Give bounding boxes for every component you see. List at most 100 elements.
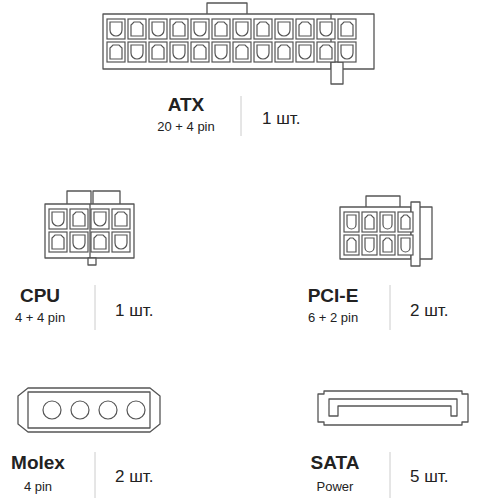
pin-cell	[275, 19, 293, 39]
cpu-latch	[88, 258, 96, 265]
pin-cell	[380, 212, 395, 232]
pin-cell	[254, 19, 272, 39]
pin	[299, 45, 311, 59]
pin	[194, 22, 206, 36]
connector-name: Molex	[11, 453, 65, 474]
pin	[115, 212, 127, 226]
pin-cell	[344, 212, 359, 232]
molex-connector	[18, 388, 160, 432]
pin-cell	[338, 19, 356, 39]
pin-cell	[362, 235, 377, 255]
pin	[401, 215, 410, 229]
pin	[52, 212, 64, 226]
pin-cell	[170, 42, 188, 62]
pin-cell	[212, 19, 230, 39]
molex-pin	[43, 401, 61, 419]
pin-cell	[70, 232, 88, 252]
divider	[95, 452, 96, 498]
pin	[236, 22, 248, 36]
pin	[131, 22, 143, 36]
pin	[278, 22, 290, 36]
pin	[73, 212, 85, 226]
molex-body	[28, 392, 150, 428]
pin	[173, 22, 185, 36]
pin-spec: 4 + 4 pin	[15, 311, 65, 325]
pin	[278, 45, 290, 59]
molex-pin	[71, 401, 89, 419]
pin	[110, 45, 122, 59]
quantity: 2 шт.	[115, 468, 153, 487]
cpu-tab	[67, 191, 91, 205]
sata-slot	[329, 399, 457, 416]
quantity: 1 шт.	[115, 302, 153, 321]
pin	[257, 45, 269, 59]
divider	[390, 452, 391, 498]
pin-cell	[296, 42, 314, 62]
pin-cell	[149, 19, 167, 39]
atx-connector	[103, 14, 374, 69]
pin	[383, 215, 392, 229]
connector-name: CPU	[20, 286, 60, 307]
pin-cell	[91, 232, 109, 252]
atx-latch	[331, 62, 343, 84]
pin-cell	[233, 42, 251, 62]
pin-cell	[191, 19, 209, 39]
pin	[115, 235, 127, 249]
molex-pin	[99, 401, 117, 419]
cpu-connector	[45, 204, 134, 258]
pin	[365, 215, 374, 229]
sata-connector	[318, 391, 468, 425]
pin-spec: 4 pin	[24, 480, 52, 494]
pin-cell	[91, 209, 109, 229]
pin	[194, 45, 206, 59]
pin	[152, 22, 164, 36]
pin	[131, 45, 143, 59]
pin	[347, 215, 356, 229]
divider	[241, 96, 242, 136]
pin	[152, 45, 164, 59]
pin-cell	[128, 42, 146, 62]
pin-cell	[191, 42, 209, 62]
pin	[257, 22, 269, 36]
quantity: 1 шт.	[262, 110, 300, 129]
pin	[383, 238, 392, 252]
pin	[236, 45, 248, 59]
pin	[215, 22, 227, 36]
pin	[52, 235, 64, 249]
pin-cell	[317, 42, 335, 62]
pin	[347, 238, 356, 252]
pin-cell	[275, 42, 293, 62]
quantity: 2 шт.	[410, 302, 448, 321]
pin-cell	[112, 232, 130, 252]
pin-cell	[362, 212, 377, 232]
divider	[390, 285, 391, 330]
pin	[341, 45, 353, 59]
pin	[110, 22, 122, 36]
pin	[341, 22, 353, 36]
pin	[215, 45, 227, 59]
pin-cell	[296, 19, 314, 39]
quantity: 5 шт.	[410, 468, 448, 487]
pin-cell	[344, 235, 359, 255]
pin-cell	[70, 209, 88, 229]
molex-pin	[127, 401, 145, 419]
connector-name: ATX	[168, 95, 205, 116]
connector-name: PCI-E	[308, 286, 359, 307]
pin-cell	[212, 42, 230, 62]
pin-cell	[317, 19, 335, 39]
pin-cell	[107, 19, 125, 39]
pin	[299, 22, 311, 36]
pin	[173, 45, 185, 59]
pin-spec: 6 + 2 pin	[308, 311, 358, 325]
pin-cell	[112, 209, 130, 229]
pin-cell	[380, 235, 395, 255]
pin-cell	[338, 42, 356, 62]
pcie-tab	[366, 196, 400, 208]
pin-cell	[49, 209, 67, 229]
pin	[94, 212, 106, 226]
divider	[95, 285, 96, 330]
pin	[94, 235, 106, 249]
pin	[320, 22, 332, 36]
cpu-tab	[93, 191, 120, 205]
